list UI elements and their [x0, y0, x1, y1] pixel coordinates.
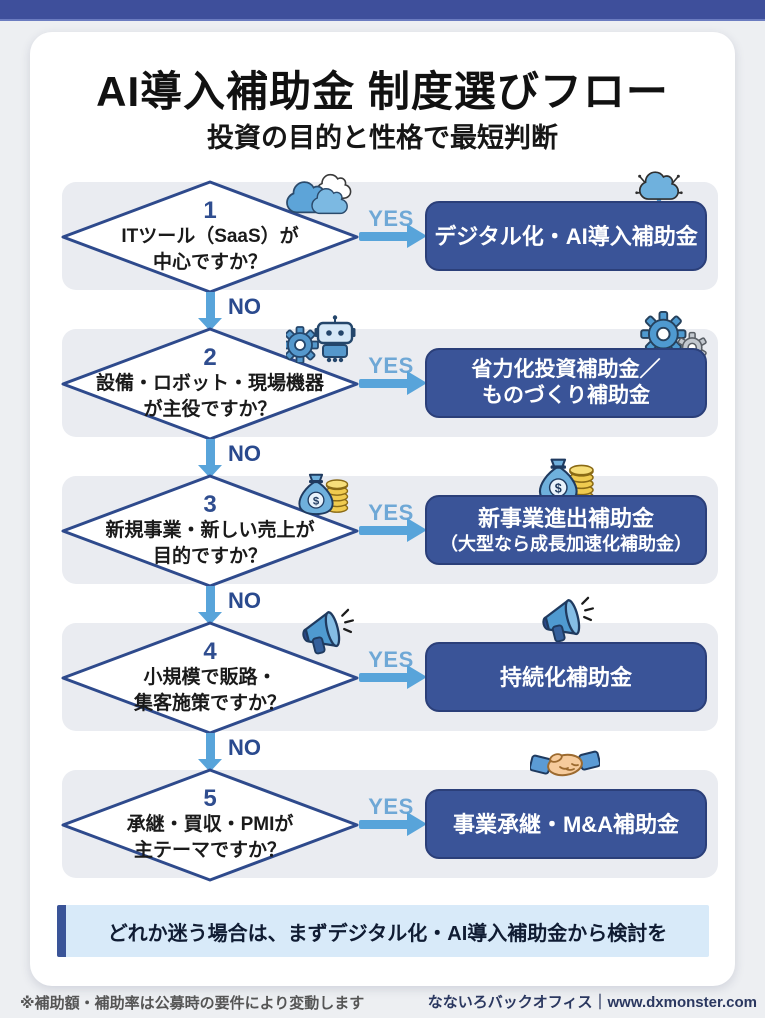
page-subtitle: 投資の目的と性格で最短判断 [207, 123, 558, 153]
megaphone-icon [294, 607, 356, 655]
no-label: NO [228, 441, 261, 466]
question-text: 承継・買収・PMIが [126, 814, 294, 835]
handshake-icon [530, 740, 600, 788]
yes-arrow-head [407, 224, 427, 248]
advice-note-text: どれか迷う場合は、まずデジタル化・AI導入補助金から検討を [107, 922, 668, 945]
flow-row-4: 4 小規模で販路・ 集客施策ですか？ YES 持続化補助金 NO [30, 623, 735, 772]
flow-row-3: 3 新規事業・新しい売上が 目的ですか？ YES 新事業進出補助金 （大型なら成… [30, 476, 735, 625]
yes-arrow-head [407, 812, 427, 836]
result-box: 省力化投資補助金／ ものづくり補助金 [425, 348, 707, 418]
yes-arrow-head [407, 371, 427, 395]
yes-arrow [359, 673, 409, 682]
yes-arrow-head [407, 665, 427, 689]
question-text: 主テーマですか？ [133, 840, 286, 861]
no-label: NO [228, 735, 261, 760]
result-text: 省力化投資補助金／ [471, 358, 661, 381]
no-arrow [206, 586, 215, 613]
question-text: 新規事業・新しい売上が [105, 520, 315, 541]
question-block: 2 設備・ロボット・現場機器 が主役ですか？ [60, 326, 360, 442]
no-arrow [206, 733, 215, 760]
no-arrow-head [198, 612, 222, 625]
result-box: デジタル化・AI導入補助金 [425, 201, 707, 271]
yes-arrow-head [407, 518, 427, 542]
infographic-card: AI導入補助金 制度選びフロー 投資の目的と性格で最短判断 1 ITツール（Sa… [30, 32, 735, 986]
brand-separator: ｜ [592, 994, 608, 1011]
question-block: 1 ITツール（SaaS）が 中心ですか？ [60, 179, 360, 295]
no-arrow [206, 439, 215, 466]
no-arrow-head [198, 465, 222, 478]
result-box: 事業承継・M&A補助金 [425, 789, 707, 859]
question-text: 小規模で販路・ [143, 667, 277, 688]
brand-name: なないろバックオフィス [427, 994, 593, 1011]
top-accent-bar [0, 0, 765, 21]
yes-label: YES [368, 500, 414, 525]
step-number: 2 [203, 344, 217, 371]
step-number: 5 [203, 785, 217, 812]
no-arrow [206, 292, 215, 319]
yes-label: YES [368, 794, 414, 819]
gear-robot-icon [286, 315, 356, 363]
flow-row-2: 2 設備・ロボット・現場機器 が主役ですか？ YES 省力化投資補助金／ ものづ… [30, 329, 735, 478]
question-text: が主役ですか？ [143, 399, 277, 420]
megaphone-icon [534, 595, 596, 643]
brand-url: www.dxmonster.com [607, 994, 757, 1011]
yes-arrow [359, 526, 409, 535]
no-arrow-head [198, 318, 222, 331]
yes-arrow [359, 232, 409, 241]
decision-diamond [61, 768, 359, 882]
question-text: ITツール（SaaS）が [121, 226, 299, 247]
question-text: 目的ですか？ [152, 546, 267, 567]
question-block: 3 新規事業・新しい売上が 目的ですか？ [60, 473, 360, 589]
question-block: 4 小規模で販路・ 集客施策ですか？ [60, 620, 360, 736]
no-label: NO [228, 588, 261, 613]
result-text: 新事業進出補助金 [477, 505, 654, 531]
result-text: 持続化補助金 [499, 664, 632, 690]
no-arrow-head [198, 759, 222, 772]
result-text: 事業承継・M&A補助金 [452, 811, 680, 837]
step-number: 1 [203, 197, 217, 224]
flow-row-1: 1 ITツール（SaaS）が 中心ですか？ YES デジタル化・AI導入補助金 … [30, 182, 735, 331]
yes-arrow [359, 820, 409, 829]
clouds-icon [286, 172, 352, 216]
step-number: 3 [203, 491, 217, 518]
question-text: 集客施策ですか？ [133, 693, 286, 714]
result-text: （大型なら成長加速化補助金） [440, 533, 692, 554]
disclaimer-text: ※補助額・補助率は公募時の要件により変動します [20, 995, 365, 1012]
result-text: デジタル化・AI導入補助金 [434, 223, 698, 249]
question-text: 中心ですか？ [152, 252, 267, 273]
yes-label: YES [368, 206, 414, 231]
yes-label: YES [368, 647, 414, 672]
advice-note: どれか迷う場合は、まずデジタル化・AI導入補助金から検討を [57, 905, 709, 957]
step-number: 4 [203, 638, 217, 665]
yes-label: YES [368, 353, 414, 378]
money-bag-coins-icon [294, 466, 352, 515]
brand-credit: なないろバックオフィス｜www.dxmonster.com [428, 991, 757, 1012]
question-text: 設備・ロボット・現場機器 [95, 373, 324, 394]
result-box: 持続化補助金 [425, 642, 707, 712]
question-block: 5 承継・買収・PMIが 主テーマですか？ [60, 767, 360, 883]
page-title: AI導入補助金 制度選びフロー [96, 68, 669, 115]
result-text: ものづくり補助金 [482, 384, 650, 407]
result-box: 新事業進出補助金 （大型なら成長加速化補助金） [425, 495, 707, 565]
yes-arrow [359, 379, 409, 388]
no-label: NO [228, 294, 261, 319]
flow-row-5: 5 承継・買収・PMIが 主テーマですか？ YES 事業承継・M&A補助金 [30, 770, 735, 882]
